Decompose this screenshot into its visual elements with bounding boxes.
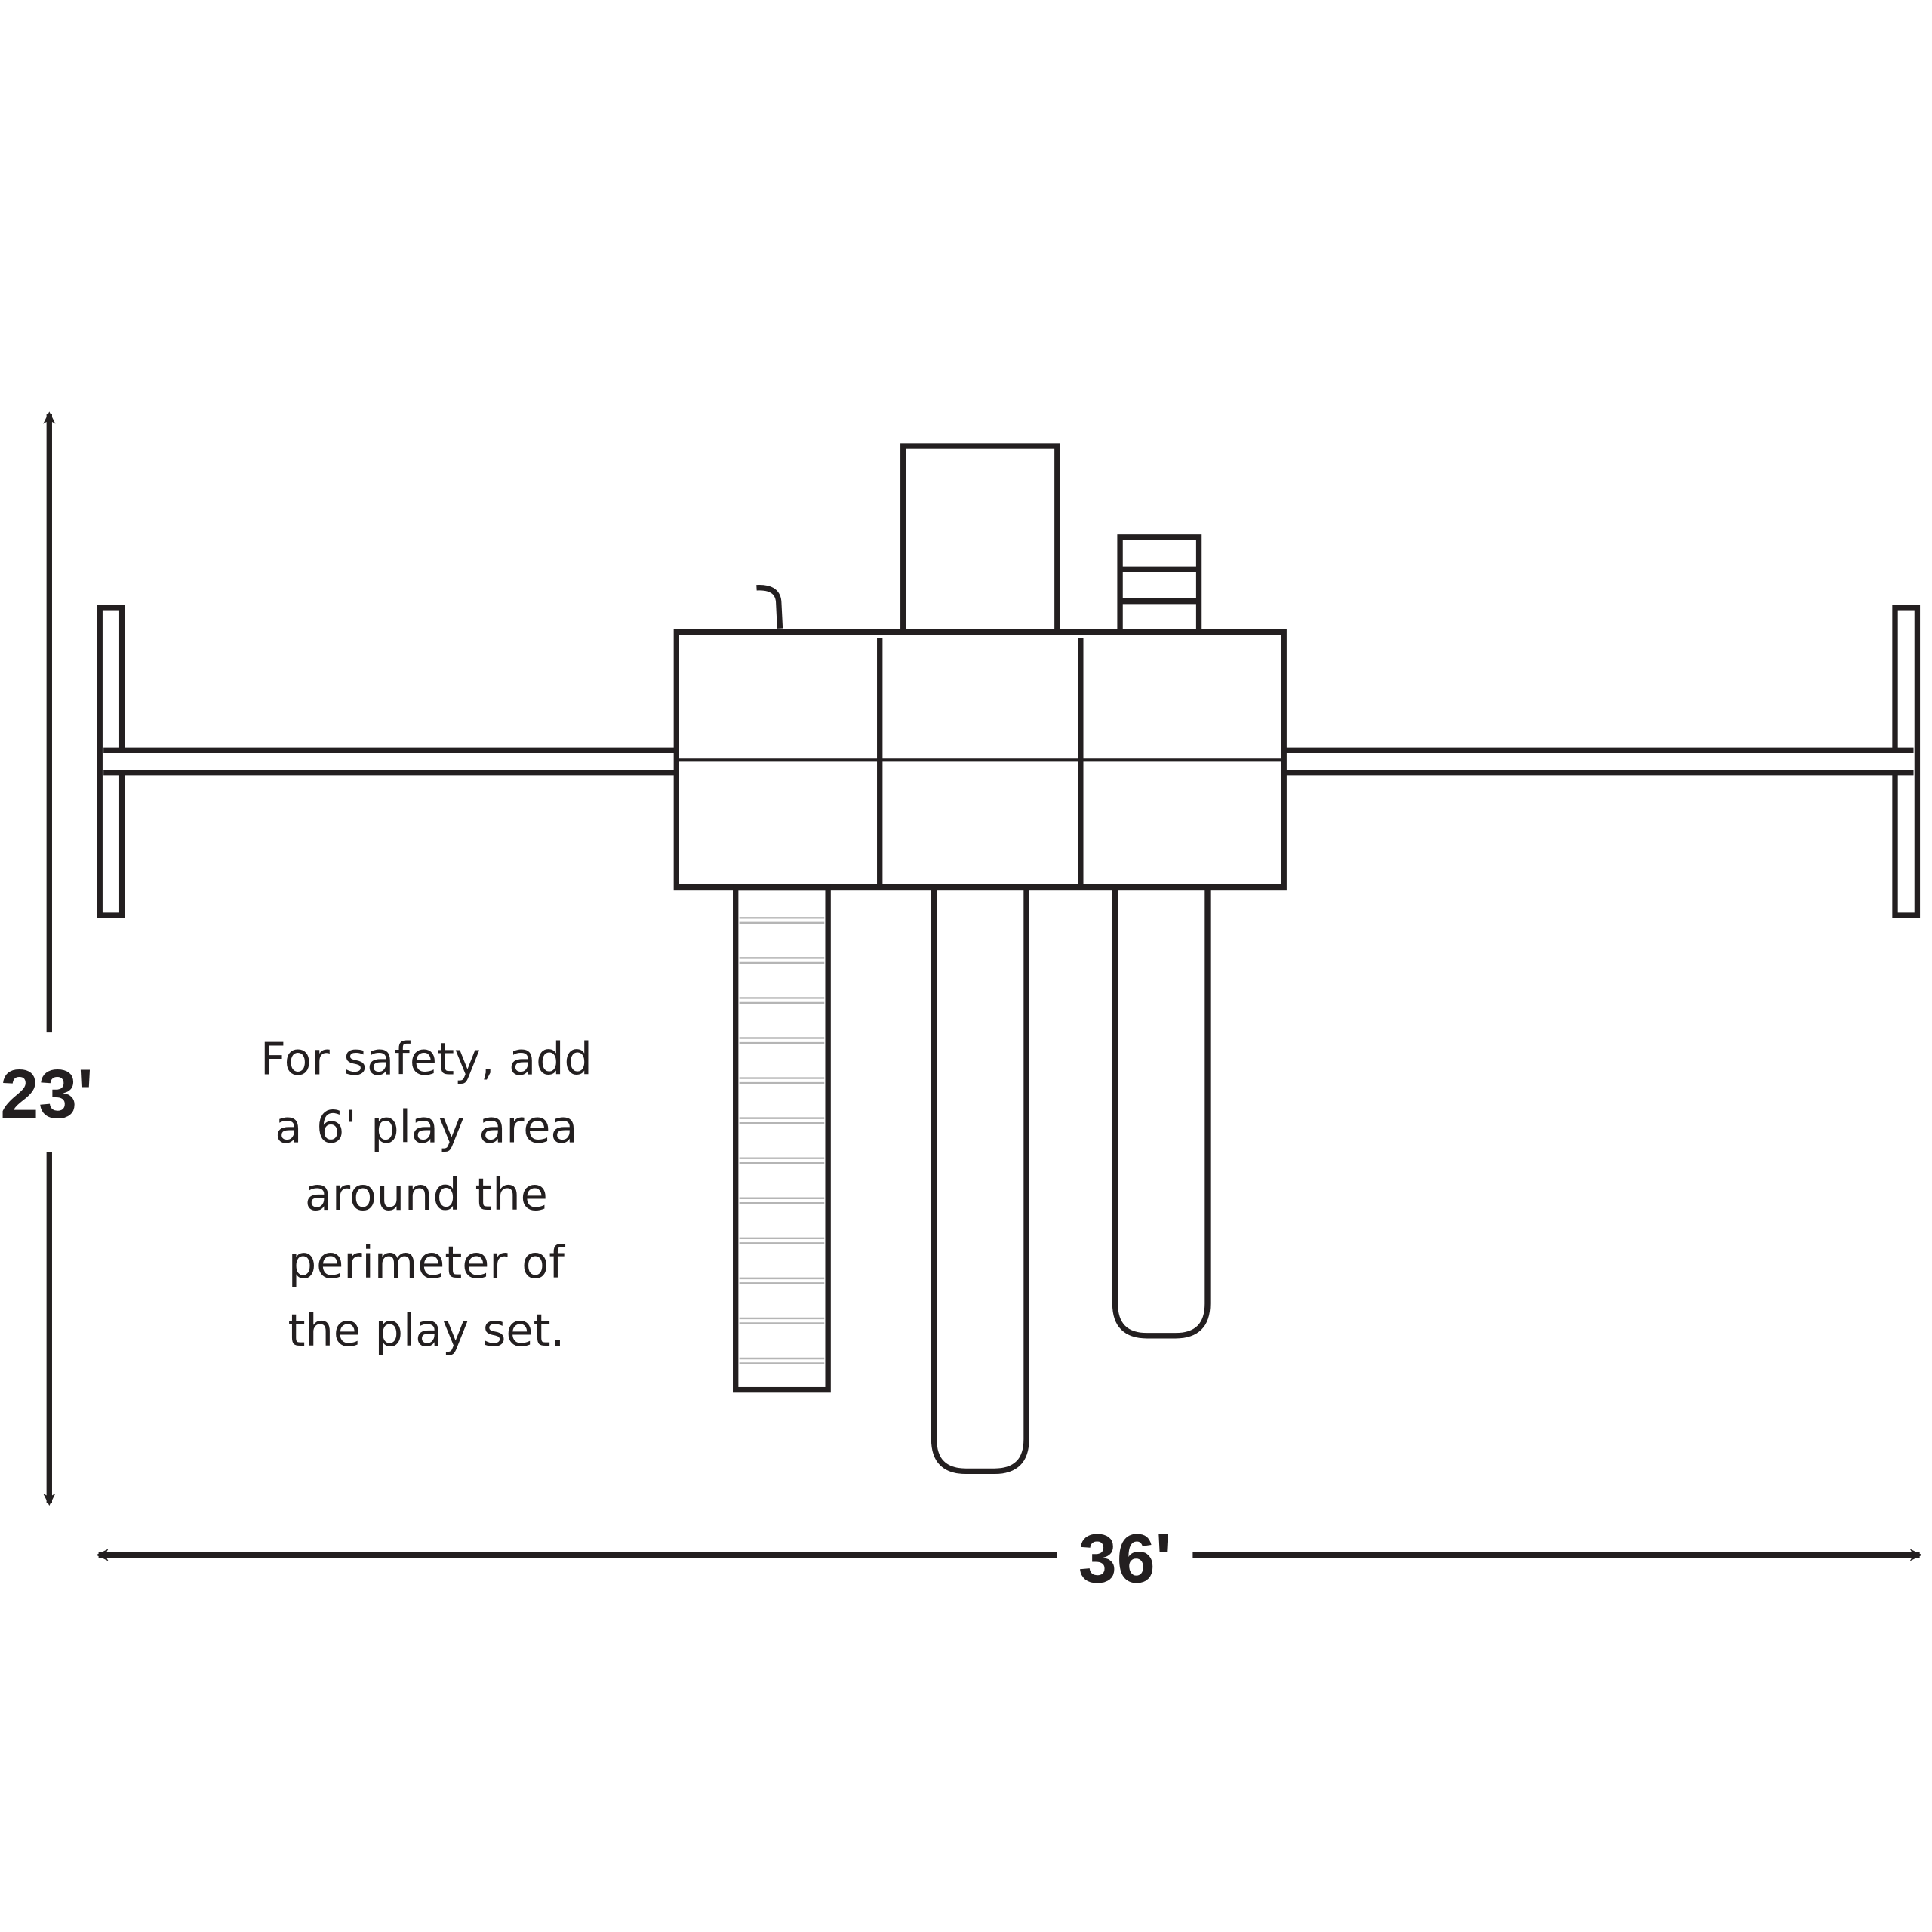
- upper-ladder: [1117, 534, 1202, 635]
- safety-note: For safety, add a 6' play area around th…: [260, 1033, 592, 1356]
- short-slide: [1112, 887, 1211, 1339]
- height-label: 23': [0, 1056, 93, 1133]
- play-deck: [673, 629, 1287, 891]
- note-line: For safety, add: [260, 1033, 592, 1085]
- note-line: perimeter of: [288, 1236, 565, 1288]
- note-line: a 6' play area: [275, 1100, 577, 1152]
- swing-beam: [97, 605, 1921, 918]
- climbing-ladder: [733, 884, 831, 1393]
- long-slide: [931, 887, 1029, 1475]
- tower-roof: [900, 443, 1060, 635]
- height-dimension: 23': [0, 411, 94, 1506]
- note-line: the play set.: [288, 1304, 565, 1356]
- hook-icon: [756, 585, 783, 629]
- width-label: 36': [1078, 1520, 1171, 1597]
- width-dimension: 36': [96, 1520, 1922, 1597]
- note-line: around the: [305, 1168, 548, 1220]
